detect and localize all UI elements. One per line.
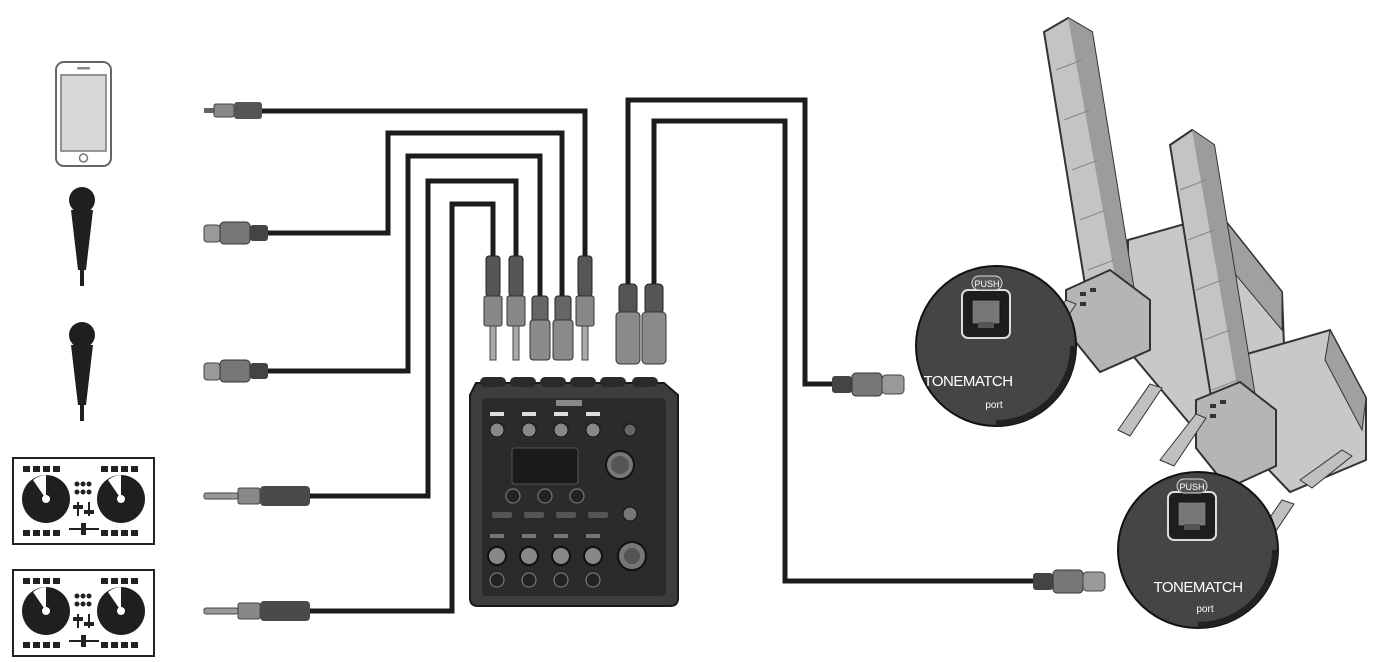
gain-knob-icon [489,412,637,438]
line-array-speaker-icon [1159,128,1367,553]
mini-jack-connector-icon [204,102,262,119]
quarter-inch-plug-icon [506,255,526,361]
cable-dj-2 [310,201,496,614]
display-screen [511,447,579,485]
dj-controller-icon [12,569,155,657]
microphone-icon [69,322,95,421]
xlr-connector-icon [1033,569,1106,594]
channel-knob-icon [487,534,603,588]
quarter-inch-plug-icon [483,255,503,361]
cables [262,97,1035,614]
xlr-plug-icon [529,295,551,361]
smartphone-icon [55,61,112,167]
tonematch-brand-label: TONEMATCH [923,373,1012,390]
quarter-inch-plug-icon [575,255,595,361]
cable-output-1 [625,97,835,387]
cable-phone [262,108,588,258]
xlr-output-plug-icon [641,283,667,365]
push-label: PUSH [974,279,999,289]
xlr-output-plug-icon [615,283,641,365]
tonematch-port-callout-2: PUSH TONEMATCH port [1117,471,1279,629]
tonematch-port-callout-1: PUSH TONEMATCH port [915,265,1077,427]
microphone-icon [69,187,95,286]
cable-mic-2 [268,153,543,374]
xlr-connector-icon [203,221,268,245]
port-label: port [1196,604,1213,615]
port-label: port [985,400,1002,411]
cable-output-2 [651,118,1035,584]
cable-dj-1 [310,178,519,499]
mixer-icon [469,377,679,607]
dj-controller-icon [12,457,155,545]
xlr-connector-icon [832,372,905,397]
mixer-input-plugs [483,255,667,365]
push-label: PUSH [1179,482,1204,492]
cable-mic-1 [268,130,565,298]
quarter-inch-jack-icon [203,601,310,621]
tonematch-brand-label: TONEMATCH [1153,579,1242,596]
xlr-plug-icon [552,295,574,361]
xlr-connector-icon [203,359,268,383]
quarter-inch-jack-icon [203,486,310,506]
